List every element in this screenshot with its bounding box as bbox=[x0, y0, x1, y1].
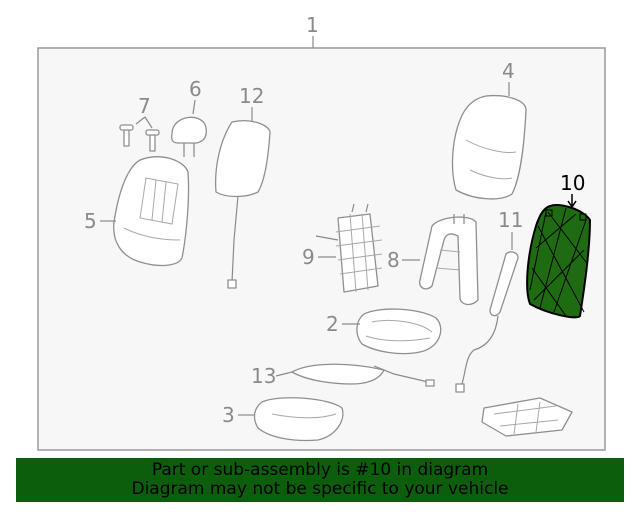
callout-9: 9 bbox=[302, 245, 315, 269]
callout-13: 13 bbox=[251, 364, 276, 388]
part-13-cushion-pad[interactable] bbox=[291, 363, 435, 387]
leader-7 bbox=[135, 116, 153, 129]
part-3-cushion-foam[interactable] bbox=[253, 397, 344, 442]
part-10-back-panel-highlighted[interactable] bbox=[526, 204, 592, 319]
part-7-bolts[interactable] bbox=[119, 124, 160, 152]
callout-4: 4 bbox=[502, 59, 515, 83]
leader-13 bbox=[275, 371, 293, 377]
part-8-seat-back-frame[interactable] bbox=[419, 214, 479, 306]
seat-base-frame bbox=[481, 397, 573, 437]
callout-6: 6 bbox=[189, 77, 202, 101]
callout-2: 2 bbox=[326, 312, 339, 336]
part-9-spring-mat[interactable] bbox=[315, 203, 383, 293]
leader-6 bbox=[192, 99, 196, 115]
banner-line-1: Part or sub-assembly is #10 in diagram bbox=[151, 460, 489, 480]
part-2-cushion-cover[interactable] bbox=[356, 308, 442, 355]
callout-7: 7 bbox=[138, 94, 151, 118]
part-4-seat-back-pad[interactable] bbox=[451, 94, 527, 200]
callout-12: 12 bbox=[239, 84, 264, 108]
info-banner: Part or sub-assembly is #10 in diagram D… bbox=[16, 458, 624, 502]
callout-1: 1 bbox=[306, 13, 319, 37]
part-6-headrest[interactable] bbox=[171, 116, 207, 157]
leader-10 bbox=[567, 194, 577, 209]
callout-11: 11 bbox=[498, 208, 523, 232]
part-5-seat-back-cover[interactable] bbox=[113, 156, 190, 267]
callout-8: 8 bbox=[387, 248, 400, 272]
banner-line-2: Diagram may not be specific to your vehi… bbox=[131, 479, 509, 499]
callout-3: 3 bbox=[222, 403, 235, 427]
callout-10: 10 bbox=[560, 171, 585, 195]
part-11-side-bracket[interactable] bbox=[455, 251, 519, 393]
part-12-back-panel[interactable] bbox=[214, 120, 271, 289]
callout-5: 5 bbox=[84, 209, 97, 233]
